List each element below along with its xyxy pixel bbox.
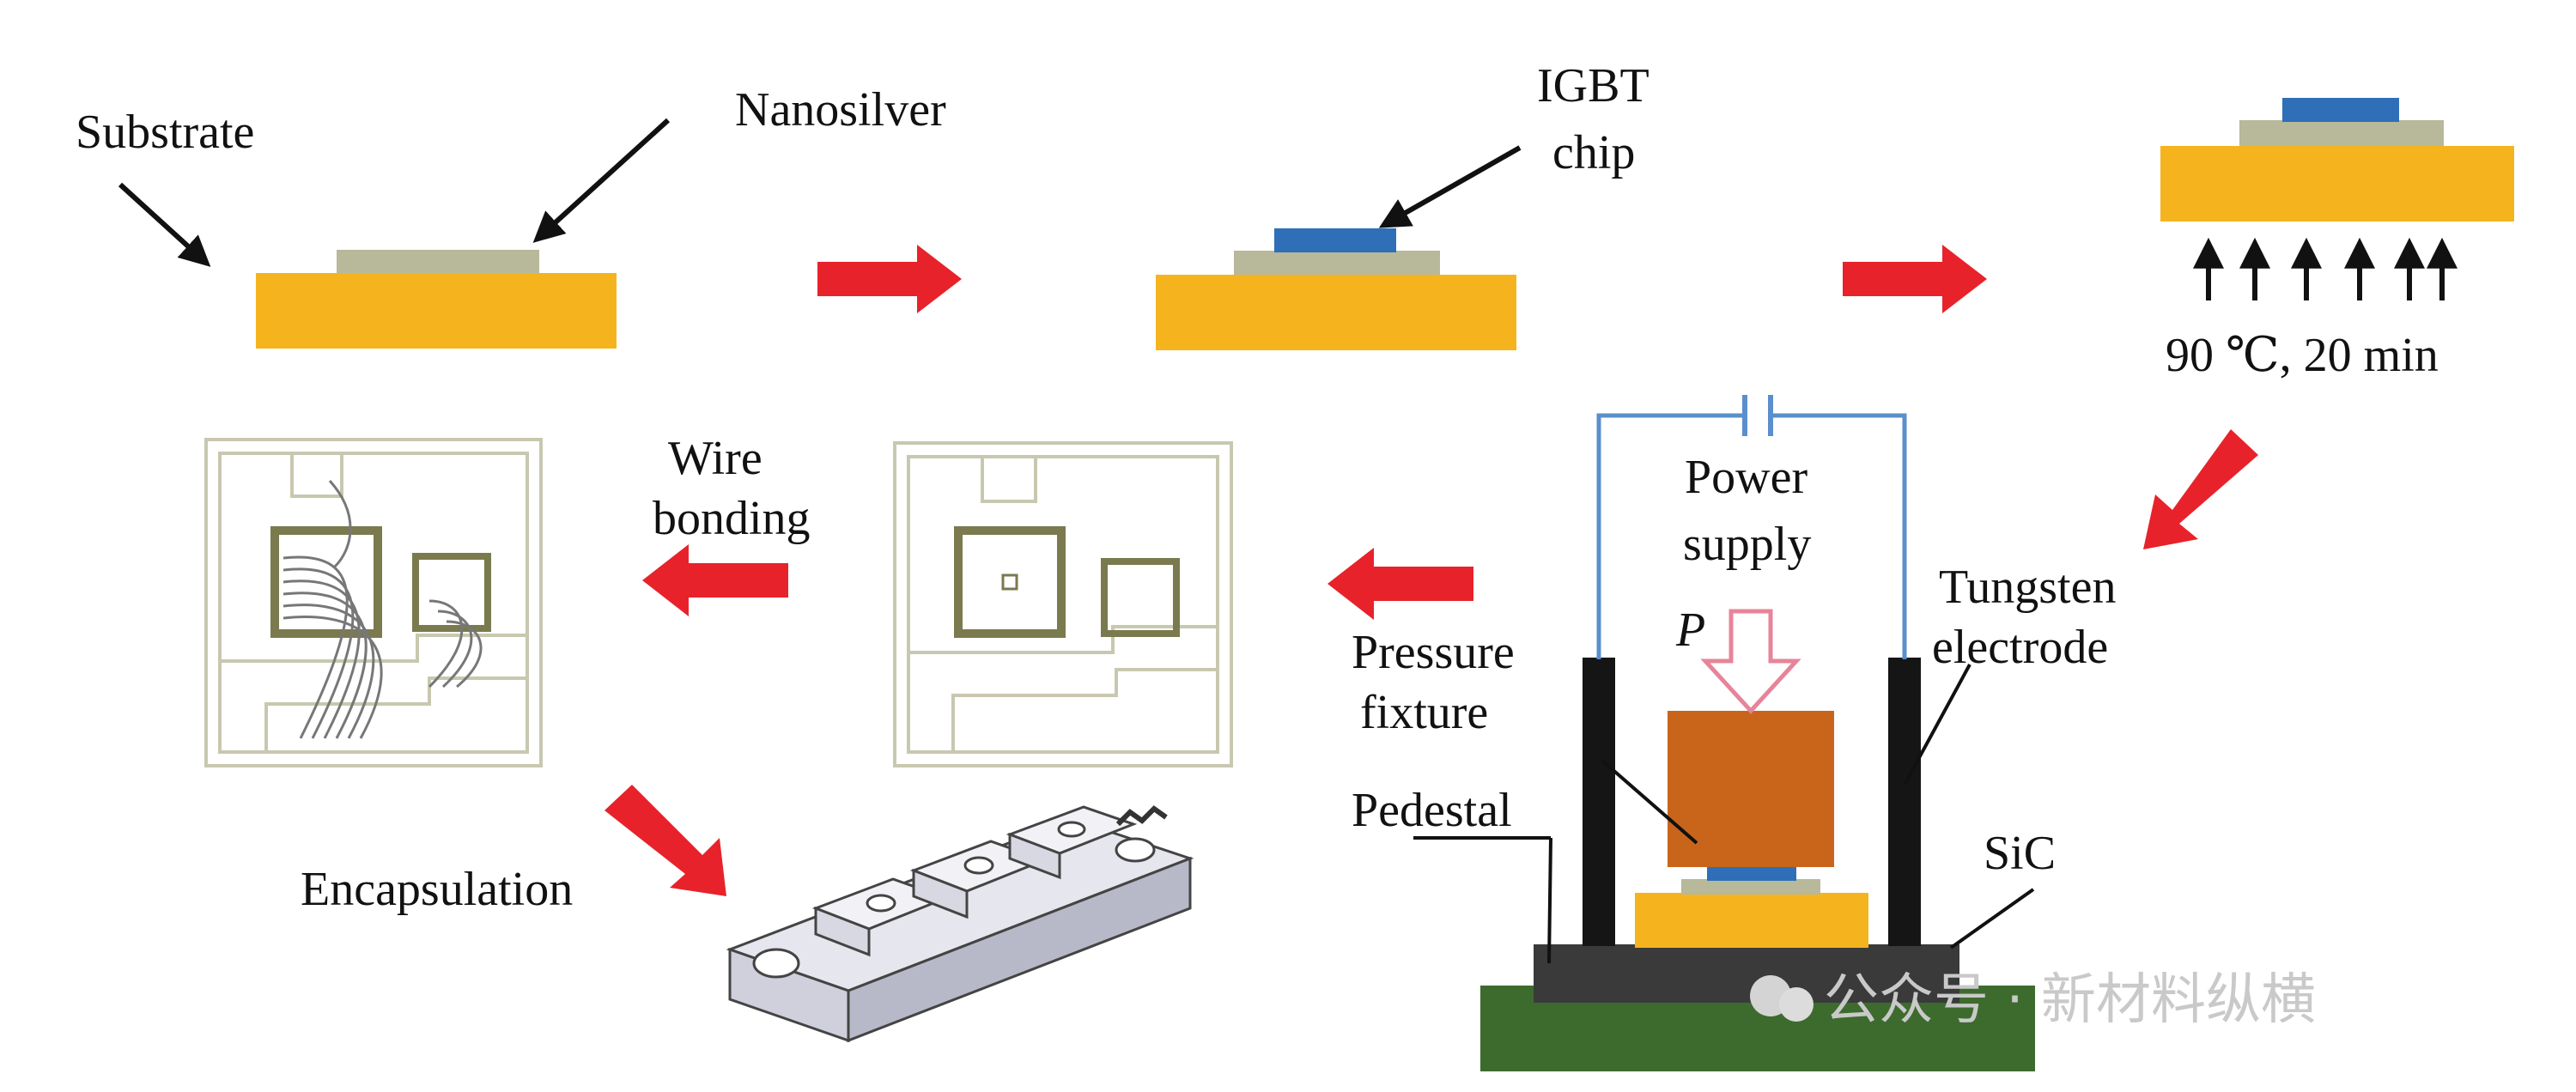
substrate-block xyxy=(256,273,617,349)
circuit-wire xyxy=(1771,413,1907,659)
pressure-fixture-label-line1: Pressure xyxy=(1352,626,1515,679)
chip-pad-3 xyxy=(270,526,382,638)
pressure-arrow-icon xyxy=(1700,609,1801,714)
pedestal xyxy=(1534,944,1959,1003)
pressure-fixture-pointer xyxy=(1601,759,1698,845)
terminal-screw-1 xyxy=(866,894,896,913)
dbc-trace xyxy=(951,668,1218,752)
dbc-terminal-top xyxy=(981,455,1037,503)
bond-wire xyxy=(283,616,383,739)
tungsten-electrode-left xyxy=(1583,658,1615,946)
terminal-block-1-front xyxy=(814,906,871,957)
watermark: 公众号 · 新材料纵横 xyxy=(1750,968,2316,1032)
sample-chip xyxy=(1707,867,1796,881)
flow-arrow-5 xyxy=(642,544,788,616)
circuit-wire xyxy=(1596,413,1745,659)
pedestal-pointer xyxy=(1547,837,1552,964)
igbt-chip xyxy=(1274,228,1396,252)
nanosilver-layer-3 xyxy=(2239,120,2444,146)
pressure-fixture-label-line2: fixture xyxy=(1360,686,1488,739)
substrate-pointer-arrow xyxy=(118,182,211,267)
chip-pad-1 xyxy=(954,526,1066,638)
dbc-inner-outline-2 xyxy=(218,452,529,754)
step3-heating xyxy=(2160,98,2514,300)
power-supply-label-line2: supply xyxy=(1683,518,1811,571)
nanosilver-layer-2 xyxy=(1234,251,1440,275)
sic-pointer xyxy=(1949,888,2035,949)
igbt-label-line2: chip xyxy=(1552,126,1635,179)
bond-wire xyxy=(328,479,352,568)
flow-arrow-3 xyxy=(2143,429,2258,549)
heat-condition-label: 90 ℃, 20 min xyxy=(2166,329,2439,382)
dbc-trace-2 xyxy=(264,676,527,752)
dbc-terminal-top-2 xyxy=(290,452,343,498)
step2-chip-placement xyxy=(1156,228,1516,350)
tungsten-electrode-right xyxy=(1888,658,1921,946)
igbt-chip-3 xyxy=(2282,98,2399,122)
dbc-outline-2 xyxy=(204,438,543,767)
terminal-block-2-front xyxy=(912,868,969,919)
chip-pad-2 xyxy=(1101,558,1180,637)
wire-bonding-label-line2: bonding xyxy=(653,492,811,545)
pedestal-label: Pedestal xyxy=(1352,784,1512,837)
bond-wire xyxy=(283,555,349,739)
terminal-screw-2 xyxy=(963,856,994,875)
dbc-outline xyxy=(893,441,1233,767)
chip-pad-4 xyxy=(412,553,491,632)
bond-wire xyxy=(283,604,375,739)
tungsten-label-line1: Tungsten xyxy=(1939,561,2116,614)
watermark-text: 公众号 · 新材料纵横 xyxy=(1824,968,2316,1032)
sintering-apparatus xyxy=(1413,395,2035,1071)
bond-wires xyxy=(283,479,483,739)
igbt-pointer-arrow xyxy=(1378,145,1522,228)
sample-nanosilver xyxy=(1681,879,1820,895)
substrate-block-2 xyxy=(1156,275,1516,350)
flow-arrow-6 xyxy=(605,785,726,896)
mounting-hole-left xyxy=(752,948,800,979)
sample-substrate xyxy=(1635,893,1868,948)
tungsten-pointer xyxy=(1903,664,1971,786)
nanosilver-pointer-arrow xyxy=(532,118,671,243)
flow-arrow-4 xyxy=(1327,548,1473,620)
substrate-block-3 xyxy=(2160,146,2514,221)
dbc-trace xyxy=(908,625,1218,654)
substrate-label: Substrate xyxy=(76,106,254,159)
tungsten-label-line2: electrode xyxy=(1932,621,2108,674)
control-pins xyxy=(1115,805,1168,827)
module-side-face xyxy=(847,856,1192,1043)
dbc-inner-outline xyxy=(907,455,1219,754)
sic-label: SiC xyxy=(1984,827,2056,880)
step1-substrate-nanosilver xyxy=(256,250,617,349)
chip-pad-1-center xyxy=(1001,573,1018,591)
heat-arrows xyxy=(2193,237,2458,300)
encapsulated-module xyxy=(726,805,1194,1043)
wire-bonded-dbc xyxy=(204,438,543,767)
bond-wire xyxy=(283,592,368,739)
dbc-top-view xyxy=(893,441,1233,767)
terminal-screw-3 xyxy=(1057,821,1086,838)
bond-wire xyxy=(437,610,473,689)
terminal-block-3-front xyxy=(1008,832,1061,880)
nanosilver-layer xyxy=(337,250,539,274)
flow-arrow-2 xyxy=(1843,245,1987,313)
pressure-symbol-label: P xyxy=(1675,604,1705,657)
igbt-label-line1: IGBT xyxy=(1537,59,1649,112)
wechat-icon xyxy=(1779,987,1814,1022)
flow-arrow-1 xyxy=(817,245,962,313)
nanosilver-label: Nanosilver xyxy=(735,83,946,136)
bond-wire xyxy=(446,620,483,689)
mounting-hole-right xyxy=(1115,837,1156,863)
pressure-fixture xyxy=(1668,711,1834,867)
encapsulation-label: Encapsulation xyxy=(301,863,573,916)
power-supply-label-line1: Power xyxy=(1685,451,1807,504)
wire-bonding-label-line1: Wire xyxy=(668,432,762,485)
